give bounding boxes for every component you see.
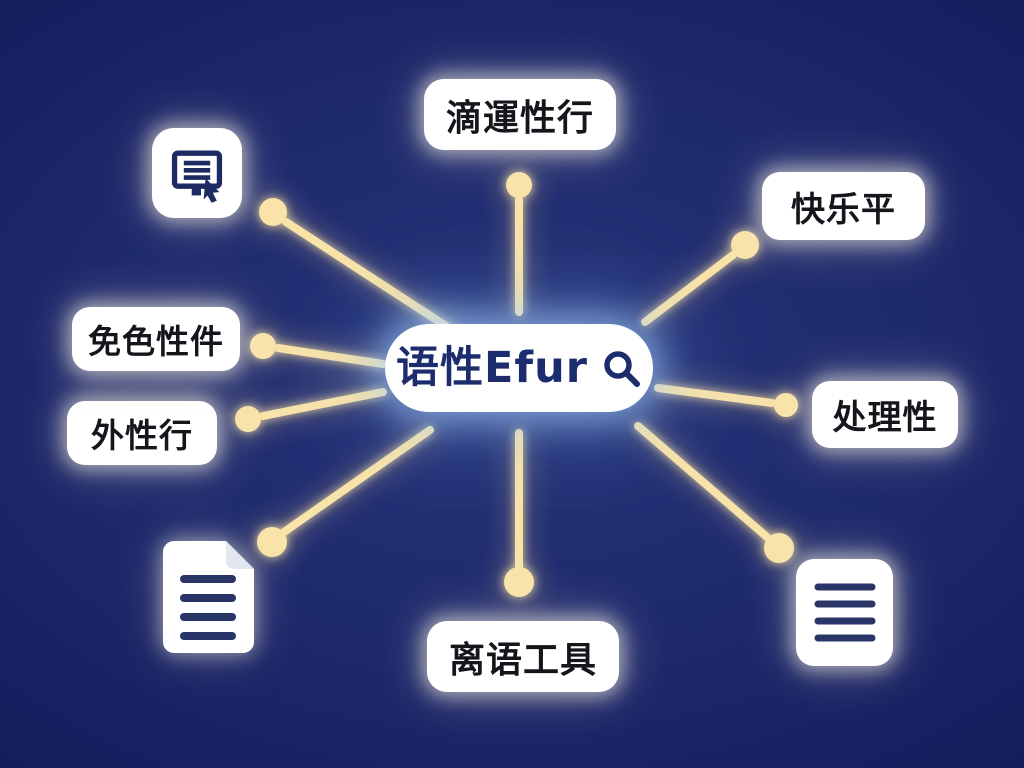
node-left-label: 外性行 xyxy=(91,416,193,455)
node-top-right[interactable]: 快乐平 xyxy=(762,172,925,240)
node-bottom[interactable]: 离语工具 xyxy=(427,621,619,692)
center-search-pill[interactable]: 语性Efur xyxy=(385,324,653,412)
node-top[interactable]: 滴運性行 xyxy=(424,79,616,150)
node-right-label: 处理性 xyxy=(832,398,938,438)
node-right[interactable]: 处理性 xyxy=(812,381,958,448)
presentation-board-icon xyxy=(164,140,230,206)
document-lines-icon xyxy=(810,573,880,653)
node-top-left[interactable] xyxy=(152,128,242,218)
file-document-icon[interactable] xyxy=(162,541,254,653)
node-top-label: 滴運性行 xyxy=(445,97,594,139)
node-top-right-label: 快乐平 xyxy=(791,189,896,230)
center-keyword: 语性Efur xyxy=(396,342,588,393)
node-bottom-right[interactable] xyxy=(796,559,893,666)
node-upper-left-label: 免色性件 xyxy=(88,322,224,361)
node-left[interactable]: 外性行 xyxy=(67,401,217,465)
node-bottom-label: 离语工具 xyxy=(448,639,597,681)
node-upper-left[interactable]: 免色性件 xyxy=(72,307,240,371)
search-icon xyxy=(600,347,642,389)
